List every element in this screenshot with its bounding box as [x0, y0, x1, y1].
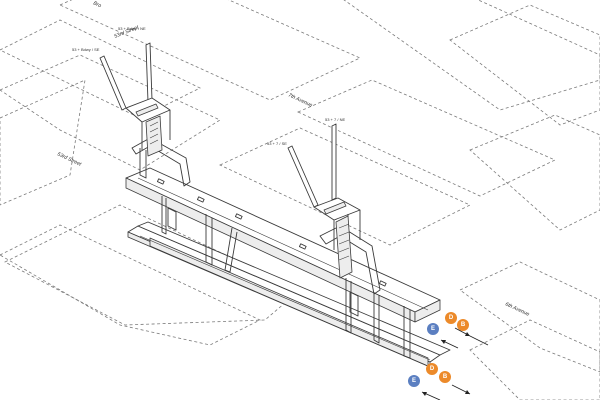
route-badge-lower-b-label: B: [443, 374, 448, 380]
mezzanine-box: [125, 167, 441, 323]
entrance-labels: 53 + Bdwy / SE 53 + Bdwy / NE 53 + 7 / S…: [72, 26, 345, 146]
route-badge-upper-b: [457, 319, 469, 331]
stairs-down: [161, 196, 411, 359]
entrance-stairs-se: [287, 123, 381, 295]
entrance-label-nw-left: 53 + Bdwy / SE: [72, 47, 100, 52]
block-top-left: [0, 19, 201, 119]
route-badge-upper-d: [445, 312, 457, 324]
block-left-bottom: [0, 224, 261, 346]
entrance-label-se-left: 53 + 7 / SE: [267, 141, 287, 146]
entrance-label-nw-right: 53 + Bdwy / NE: [118, 26, 146, 31]
entrance-label-se-right: 53 + 7 / NE: [325, 117, 345, 122]
route-badge-lower-e-label: E: [412, 378, 416, 384]
route-badges-lower: E D B: [408, 363, 471, 400]
route-badge-upper-b-label: B: [461, 322, 466, 328]
block-bottom-right: [459, 261, 600, 373]
street-label-avenue-right: 6th Avenue: [504, 301, 530, 317]
route-badge-lower-d: [426, 363, 438, 375]
block-left-mid: [0, 54, 221, 171]
route-badge-lower-e: [408, 375, 420, 387]
block-left-lower: [0, 79, 86, 206]
route-badge-upper-e: [427, 323, 439, 335]
lower-platform: [127, 221, 451, 368]
block-bottom-left: [4, 204, 301, 326]
route-badge-lower-d-label: D: [430, 366, 435, 372]
block-top-mid: [59, 0, 361, 101]
block-top-right: [343, 0, 600, 111]
block-bottom-far-right: [469, 319, 600, 400]
street-label-top-clipped: Bro: [92, 0, 102, 9]
mezzanine-end: [414, 299, 441, 323]
street-label-avenue-center: 7th Avenue: [287, 92, 313, 108]
route-badges-upper: E D B: [427, 312, 489, 349]
arrow-upper-3: [469, 335, 489, 346]
block-right-mid: [469, 114, 600, 231]
route-badge-lower-b: [439, 371, 451, 383]
block-avenue: [297, 79, 556, 197]
block-right-upper: [449, 4, 600, 126]
route-badge-upper-e-label: E: [431, 326, 435, 332]
route-badge-upper-d-label: D: [449, 315, 454, 321]
street-label-left: 53rd Street: [56, 151, 82, 168]
entrance-stairs-nw: [99, 42, 191, 187]
